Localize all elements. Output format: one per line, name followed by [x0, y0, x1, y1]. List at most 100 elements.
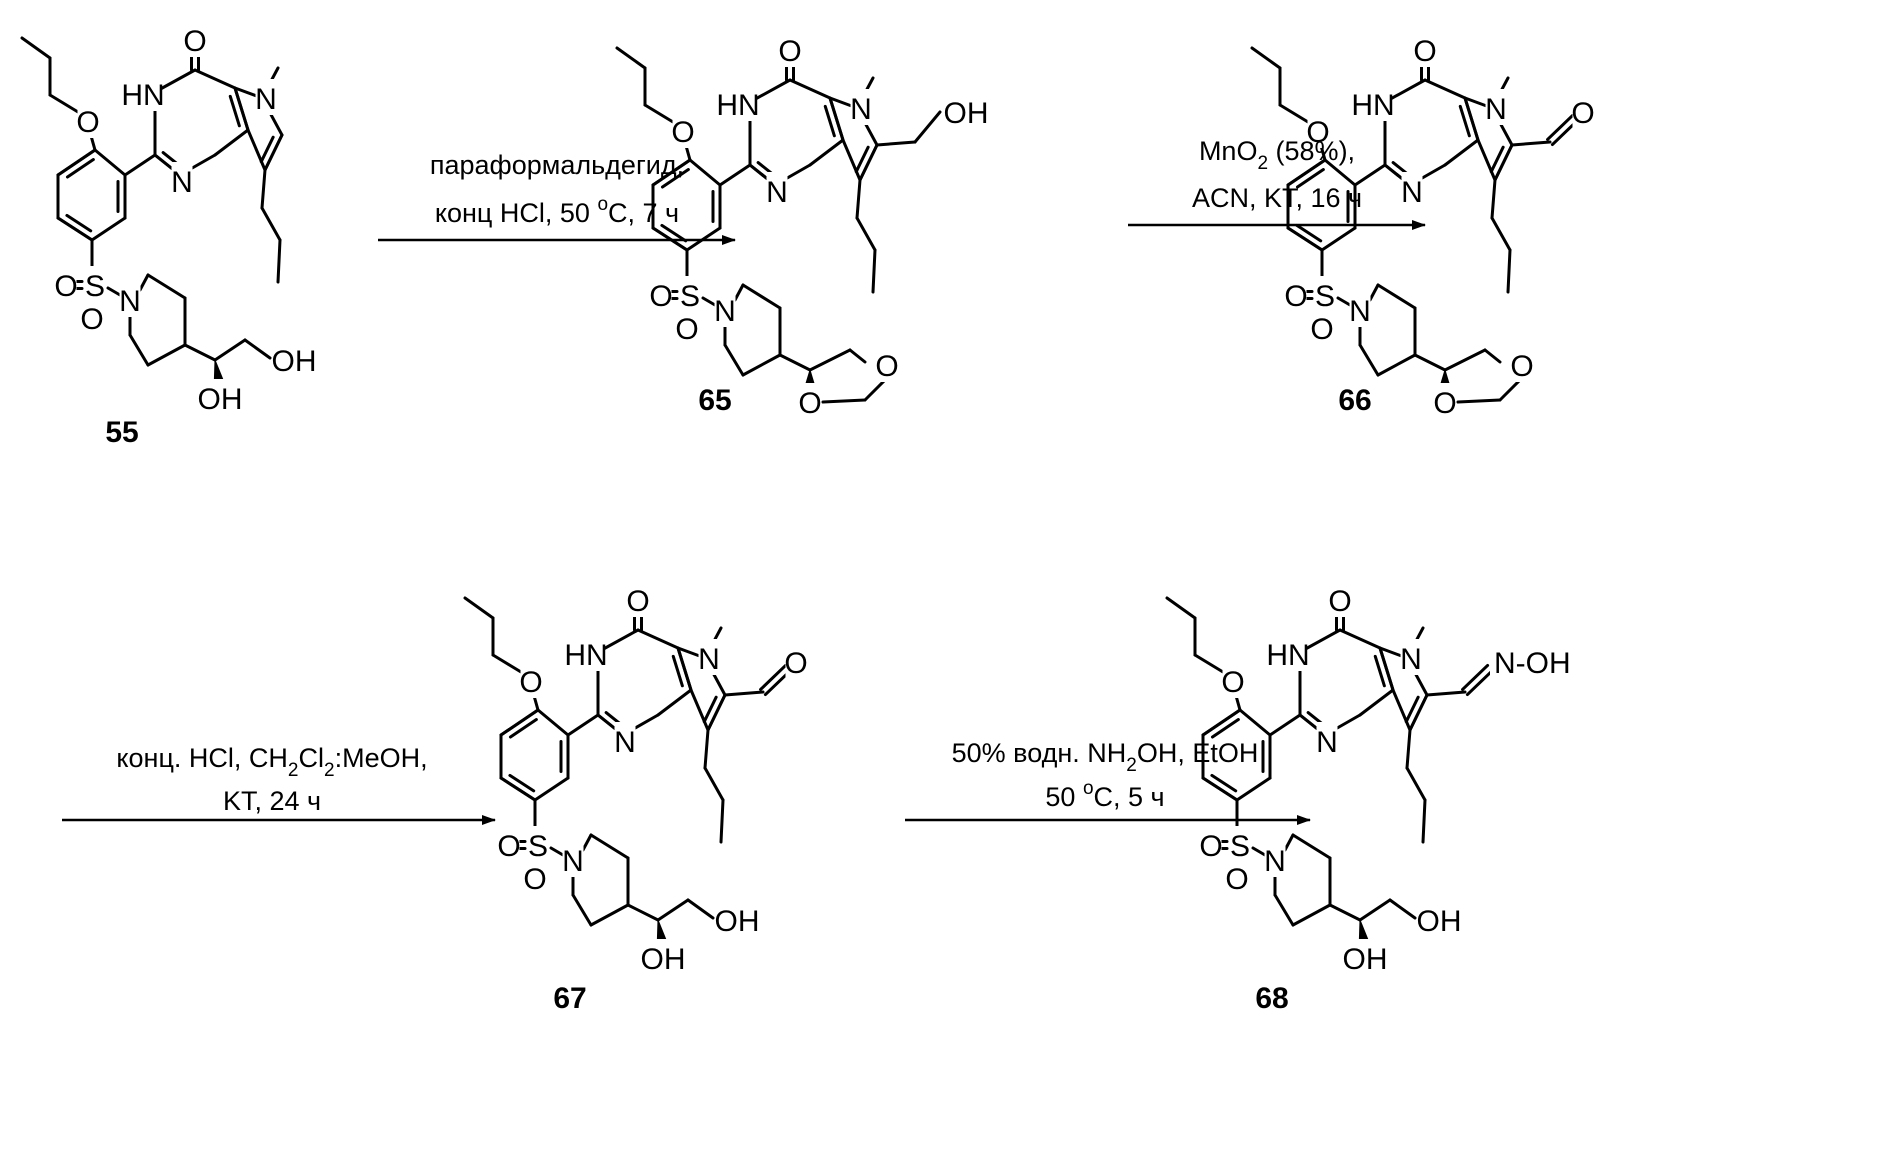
bond — [573, 895, 591, 925]
reaction-3-line-2: KT, 24 ч — [223, 786, 321, 816]
bond — [235, 88, 248, 130]
atom-label: O — [76, 106, 99, 139]
bond — [1280, 105, 1308, 122]
bond — [1297, 225, 1321, 240]
bond — [1410, 695, 1427, 730]
atom-label: N — [614, 726, 636, 759]
bond — [1355, 165, 1385, 185]
compound-number: 67 — [553, 982, 586, 1015]
reaction-arrow-2: MnO2 (58%), ACN, KT, 16 ч — [1128, 136, 1425, 225]
atom-label: O — [54, 270, 77, 303]
bond — [1495, 145, 1512, 180]
bond — [1445, 350, 1485, 370]
bond — [617, 48, 645, 68]
bond — [148, 275, 185, 298]
bond — [1360, 345, 1378, 375]
bond — [1390, 900, 1415, 918]
bond — [1212, 775, 1236, 790]
atom-label: N — [1485, 93, 1507, 126]
reaction-2-line-1: MnO2 (58%), — [1199, 136, 1355, 174]
atom-label: O — [497, 830, 520, 863]
bond — [823, 400, 865, 402]
atom-label: HN — [1351, 89, 1394, 122]
bond — [638, 630, 678, 648]
bond — [843, 140, 860, 180]
atom-label: O — [519, 666, 542, 699]
atom-label: N — [1316, 726, 1338, 759]
bond — [810, 350, 850, 370]
bond — [628, 905, 658, 920]
bond — [1370, 285, 1378, 300]
bond — [92, 218, 125, 240]
bond — [1445, 140, 1478, 165]
atom-label: O — [626, 585, 649, 618]
atom-label: O — [80, 303, 103, 336]
atom-label: N — [1349, 295, 1371, 328]
bond — [658, 900, 688, 920]
bond — [510, 720, 536, 738]
bond — [1240, 710, 1270, 735]
atom-label: S — [680, 280, 700, 313]
bond — [591, 835, 628, 858]
atom-label: O — [671, 116, 694, 149]
bond — [1407, 768, 1425, 800]
bond — [810, 140, 843, 165]
bond — [1378, 355, 1415, 375]
bond — [1492, 218, 1510, 250]
atom-label: OH — [944, 97, 989, 130]
atom-label: OH — [272, 345, 317, 378]
bond — [1407, 730, 1410, 768]
bond — [705, 730, 708, 768]
bond — [262, 170, 265, 208]
bond — [1425, 80, 1465, 98]
atom-label: OH — [641, 943, 686, 976]
bond — [583, 835, 591, 850]
compound-number: 68 — [1255, 982, 1288, 1015]
bond — [1360, 900, 1390, 920]
bond — [877, 142, 915, 145]
atom-label: OH — [1417, 905, 1462, 938]
bond — [1285, 835, 1293, 850]
bond — [510, 775, 534, 790]
atom-label: OH — [198, 383, 243, 416]
atom-label: O — [784, 647, 807, 680]
atom-label: N — [698, 643, 720, 676]
molecule-68: N-OHOHOHOOHNNNSOON68 — [1167, 581, 1571, 1015]
bond — [708, 695, 725, 730]
atom-label: N — [850, 93, 872, 126]
bond — [215, 340, 245, 360]
bond — [591, 905, 628, 925]
bond — [1212, 720, 1238, 738]
bond — [1393, 690, 1410, 730]
reaction-arrow-1: параформальдегид, конц HCl, 50 oC, 7 ч — [378, 150, 735, 240]
atom-label: S — [528, 830, 548, 863]
atom-label: N — [1401, 176, 1423, 209]
bond — [857, 180, 860, 218]
atom-label: O — [1328, 585, 1351, 618]
atom-label: O — [1225, 863, 1248, 896]
bond — [1512, 142, 1550, 145]
bond — [95, 150, 125, 175]
bond — [50, 95, 78, 112]
bond — [67, 215, 91, 230]
atom-label: HN — [716, 89, 759, 122]
compound-number: 65 — [698, 384, 731, 417]
atom-label: N — [562, 845, 584, 878]
bond — [725, 692, 763, 695]
compound-number: 66 — [1338, 384, 1371, 417]
bond — [743, 285, 780, 308]
reaction-arrow-4: 50% водн. NH2OH, EtOH 50 oC, 5 ч — [905, 738, 1310, 820]
compound-number: 55 — [105, 416, 138, 449]
atom-label: N — [714, 295, 736, 328]
reaction-1-line-1: параформальдегид, — [430, 150, 684, 180]
bond — [705, 768, 723, 800]
bond — [743, 355, 780, 375]
bond — [493, 655, 521, 672]
bond — [1322, 228, 1355, 250]
atom-label: HN — [121, 79, 164, 112]
bond — [1340, 630, 1380, 648]
bond — [658, 690, 691, 715]
atom-label: O — [1284, 280, 1307, 313]
atom-label: O — [1221, 666, 1244, 699]
bond — [1485, 350, 1500, 362]
